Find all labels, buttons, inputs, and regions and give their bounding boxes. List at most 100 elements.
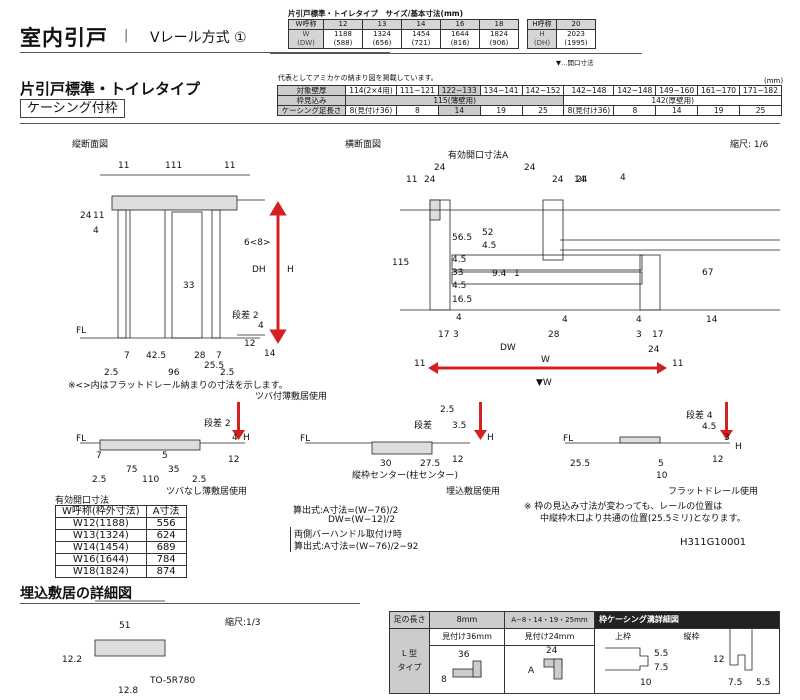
w-cell: W18(1824) <box>55 565 147 578</box>
section-tag: ケーシング付枠 <box>20 99 125 118</box>
header-a: A−8・14・19・25mm <box>504 611 595 629</box>
dimension-label: 縦枠センター(柱センター) <box>352 469 458 481</box>
dimension-label: 28 <box>194 351 206 361</box>
dimension-label: 段差 2 <box>232 309 259 321</box>
h-value: 2023 <box>567 30 585 38</box>
dimension-label: 67 <box>702 268 713 278</box>
dimension-label: 2.5 <box>220 368 234 378</box>
top-frame-label: 上枠 <box>594 628 680 694</box>
dimension-label: 11 <box>93 211 104 221</box>
rail-note-2: 中縦枠木口より共通の位置(25.5ミリ)となります。 <box>540 514 746 524</box>
dimension-label: 24 <box>552 175 564 185</box>
width-arrow <box>428 362 667 374</box>
dimension-label: 12 <box>712 455 723 465</box>
dimension-label: FL <box>563 434 573 444</box>
wall-table-note: 代表としてアミカケの納まり図を掲載しています。 <box>278 74 438 82</box>
page-subtitle: Vレール方式 ① <box>150 30 247 46</box>
casing-length-cell: 8(見付け36) <box>345 105 397 116</box>
dimension-label: 段差 4 <box>686 409 713 421</box>
vertical-note: ※<>内はフラットドレール納まりの寸法を示します。 <box>68 381 288 391</box>
dimension-label: H <box>487 433 494 443</box>
w-row-label: W <box>302 30 310 38</box>
dimension-label: 24 <box>576 175 588 185</box>
a-cell: 874 <box>145 565 187 578</box>
dimension-label: 24 <box>434 163 446 173</box>
dimension-label: 段差 2 <box>204 417 231 429</box>
size-legend: ▼…開口寸法 <box>556 59 594 67</box>
header-leg: 足の長さ <box>389 611 430 629</box>
dimension-label: 24 <box>424 175 436 185</box>
dw-value: (656) <box>372 39 392 47</box>
a-cell: 624 <box>145 529 187 542</box>
dimension-label: 有効開口寸法A <box>448 149 509 161</box>
height-arrow <box>269 201 287 344</box>
face-36: 見付け36mm <box>429 628 505 646</box>
dimension-label: ▼W <box>536 378 552 388</box>
formula-bar-handle: 両側バーハンドル取付け時 <box>290 527 402 540</box>
dimension-label: 11 <box>118 161 129 171</box>
casing-length-cell: 8(見付け36) <box>563 105 615 116</box>
sill-detail-title: 埋込敷居の詳細図 <box>20 586 132 602</box>
casing-table: 足の長さ 8mm A−8・14・19・25mm 枠ケーシング溝詳細図 L 型 タ… <box>389 611 780 694</box>
dimension-label: 4 <box>620 173 626 183</box>
w-cell: W13(1324) <box>55 529 147 542</box>
dimension-label: 3 <box>453 330 459 340</box>
header-detail: 枠ケーシング溝詳細図 <box>594 611 780 629</box>
dimension-label: 10 <box>656 471 668 481</box>
table-row: W16(1644)784 <box>55 553 187 566</box>
dimension-label: 11 <box>406 175 417 185</box>
dimension-label: 7 <box>216 351 222 361</box>
dimension-label: 33 <box>183 281 194 291</box>
rail-note-1: ※ 枠の見込み寸法が変わっても、レールの位置は <box>524 502 723 512</box>
table-row: W18(1824)874 <box>55 565 187 578</box>
dimension-label: 埋込敷居使用 <box>446 485 500 497</box>
table-row: W12(1188)556 <box>55 517 187 530</box>
dimension-label: 25.5 <box>570 459 590 469</box>
dimension-label: 24 <box>524 163 536 173</box>
sill-arrows <box>232 402 733 440</box>
dimension-label: 110 <box>142 475 159 485</box>
dh-value: (1995) <box>564 39 588 47</box>
dimension-label: 25.5 <box>204 361 224 371</box>
a-cell: 689 <box>145 541 187 554</box>
dw-value: (588) <box>333 39 353 47</box>
dw-value: (721) <box>411 39 431 47</box>
dimension-label: 3.5 <box>452 421 466 431</box>
dimension-label: 4.5 <box>482 241 496 251</box>
formula-dw: DW=(W−12)/2 <box>328 515 396 525</box>
dimension-label: 2.5 <box>92 475 106 485</box>
dimension-label: 4.5 <box>702 422 716 432</box>
side-frame-label: 縦枠 <box>679 628 780 694</box>
size-table-caption: 片引戸標準・トイレタイプ サイズ/基本寸法(mm) <box>288 9 463 18</box>
dimension-label: 9.4 <box>492 269 507 279</box>
dimension-label: 5 <box>162 451 168 461</box>
face-24: 見付け24mm <box>504 628 595 646</box>
dimension-label: 17 <box>438 330 449 340</box>
vertical-section-title: 縦断面図 <box>72 140 109 150</box>
dimension-label: 4 <box>562 315 568 325</box>
dimension-label: 17 <box>652 330 663 340</box>
dimension-label: FL <box>300 434 310 444</box>
dimension-label: H <box>735 442 742 452</box>
table-row: W13(1324)624 <box>55 529 187 542</box>
drawing-scale: 縮尺: 1/6 <box>730 140 769 150</box>
dimension-label: 24 <box>648 345 660 355</box>
dimension-label: 12.8 <box>118 686 138 696</box>
dimension-label: 75 <box>126 465 137 475</box>
vertical-section-drawing <box>80 174 265 339</box>
dimension-label: 12 <box>452 455 463 465</box>
dimension-label: 4 <box>93 226 99 236</box>
dimension-label: H <box>287 265 294 275</box>
dimension-label: 33 <box>452 268 463 278</box>
dimension-label: 5 <box>658 459 664 469</box>
dimension-label: 6<8> <box>244 238 271 248</box>
h-row-label: H <box>539 30 545 38</box>
dimension-label: 11 <box>224 161 235 171</box>
dimension-label: W <box>541 355 550 365</box>
dimension-label: 115 <box>392 258 409 268</box>
size-table: W呼称 12 13 14 16 18 H呼称 20 W(DW) 1188(588… <box>288 19 596 49</box>
dimension-label: 3 <box>724 433 730 443</box>
dimension-label: 28 <box>548 330 560 340</box>
